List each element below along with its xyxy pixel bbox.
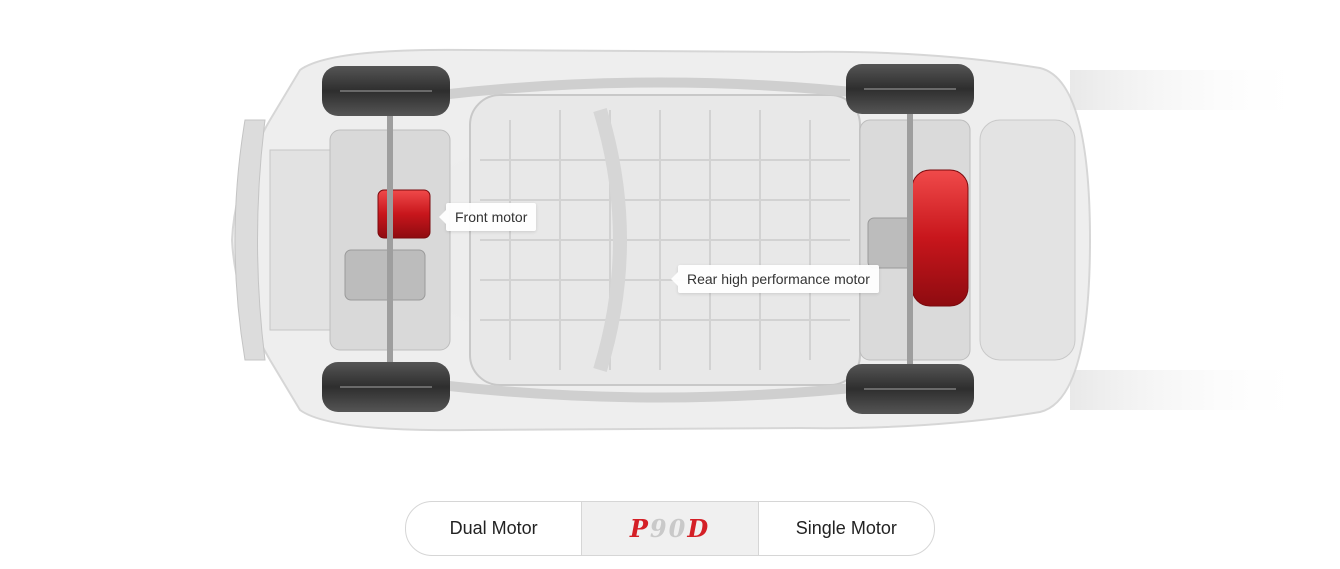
side-rail-bottom [439, 380, 881, 403]
single-motor-label: Single Motor [795, 518, 897, 538]
chassis-illustration: Front motor Rear high performance motor [190, 30, 1310, 450]
front-gearbox [344, 249, 426, 301]
badge-prefix: P [629, 514, 650, 543]
front-motor-label: Front motor [438, 203, 537, 231]
motion-streak [1070, 70, 1310, 110]
front-motor [377, 189, 431, 239]
front-bumper [234, 119, 266, 361]
p90d-badge: P90D [630, 514, 710, 543]
side-rail-top [439, 77, 881, 100]
badge-number: 90 [649, 514, 688, 543]
rear-trunk [979, 119, 1076, 361]
dual-motor-option[interactable]: Dual Motor [406, 502, 581, 555]
motion-streak [1070, 370, 1310, 410]
chassis-drawing [190, 30, 1310, 450]
rear-motor [911, 169, 969, 307]
center-arch [593, 107, 627, 373]
badge-suffix: D [687, 514, 711, 543]
drivetrain-selector: Dual Motor P90D Single Motor [405, 501, 935, 556]
rear-motor-label: Rear high performance motor [671, 265, 879, 293]
front-crossmember [269, 149, 331, 331]
dual-motor-label: Dual Motor [449, 518, 538, 538]
p90d-option[interactable]: P90D [581, 502, 758, 555]
single-motor-option[interactable]: Single Motor [757, 502, 934, 555]
